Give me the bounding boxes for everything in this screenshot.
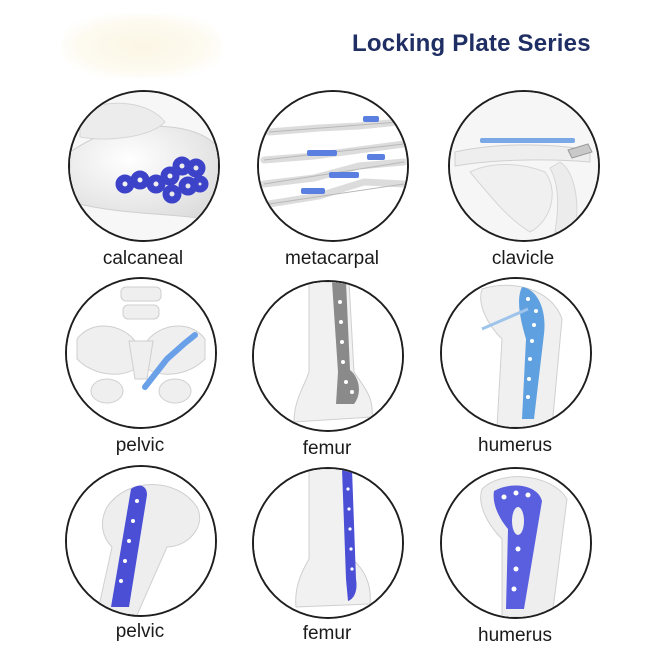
metacarpal-plate-icon [257,90,409,242]
product-tile-pelvic[interactable]: pelvic [55,465,225,665]
product-label: femur [302,623,352,644]
product-tile-metacarpal[interactable]: metacarpal [247,90,417,290]
clavicle-plate-icon [448,90,600,242]
product-tile-pelvic[interactable]: pelvic [55,277,225,477]
humerus-plate-icon [440,277,592,429]
product-label: humerus [478,435,552,456]
product-tile-clavicle[interactable]: clavicle [438,90,608,290]
product-label: femur [302,438,352,459]
calcaneal-plate-icon [68,90,220,242]
product-label: metacarpal [285,248,379,269]
page-title: Locking Plate Series [352,30,591,57]
pelvic-plate-icon [65,277,217,429]
product-tile-femur[interactable]: femur [242,280,412,480]
product-tile-calcaneal[interactable]: calcaneal [58,90,228,290]
humerus-plate-icon [440,467,592,619]
femur-plate-icon [252,467,404,619]
femur-plate-icon [252,280,404,432]
pelvic-plate-icon [65,465,217,617]
product-label: clavicle [491,248,555,269]
brand-logo [62,14,222,78]
product-label: humerus [478,625,552,646]
product-label: calcaneal [102,248,184,269]
product-label: pelvic [115,435,165,456]
product-tile-humerus[interactable]: humerus [430,467,600,667]
product-tile-humerus[interactable]: humerus [430,277,600,477]
product-tile-femur[interactable]: femur [242,467,412,667]
product-label: pelvic [115,621,165,642]
